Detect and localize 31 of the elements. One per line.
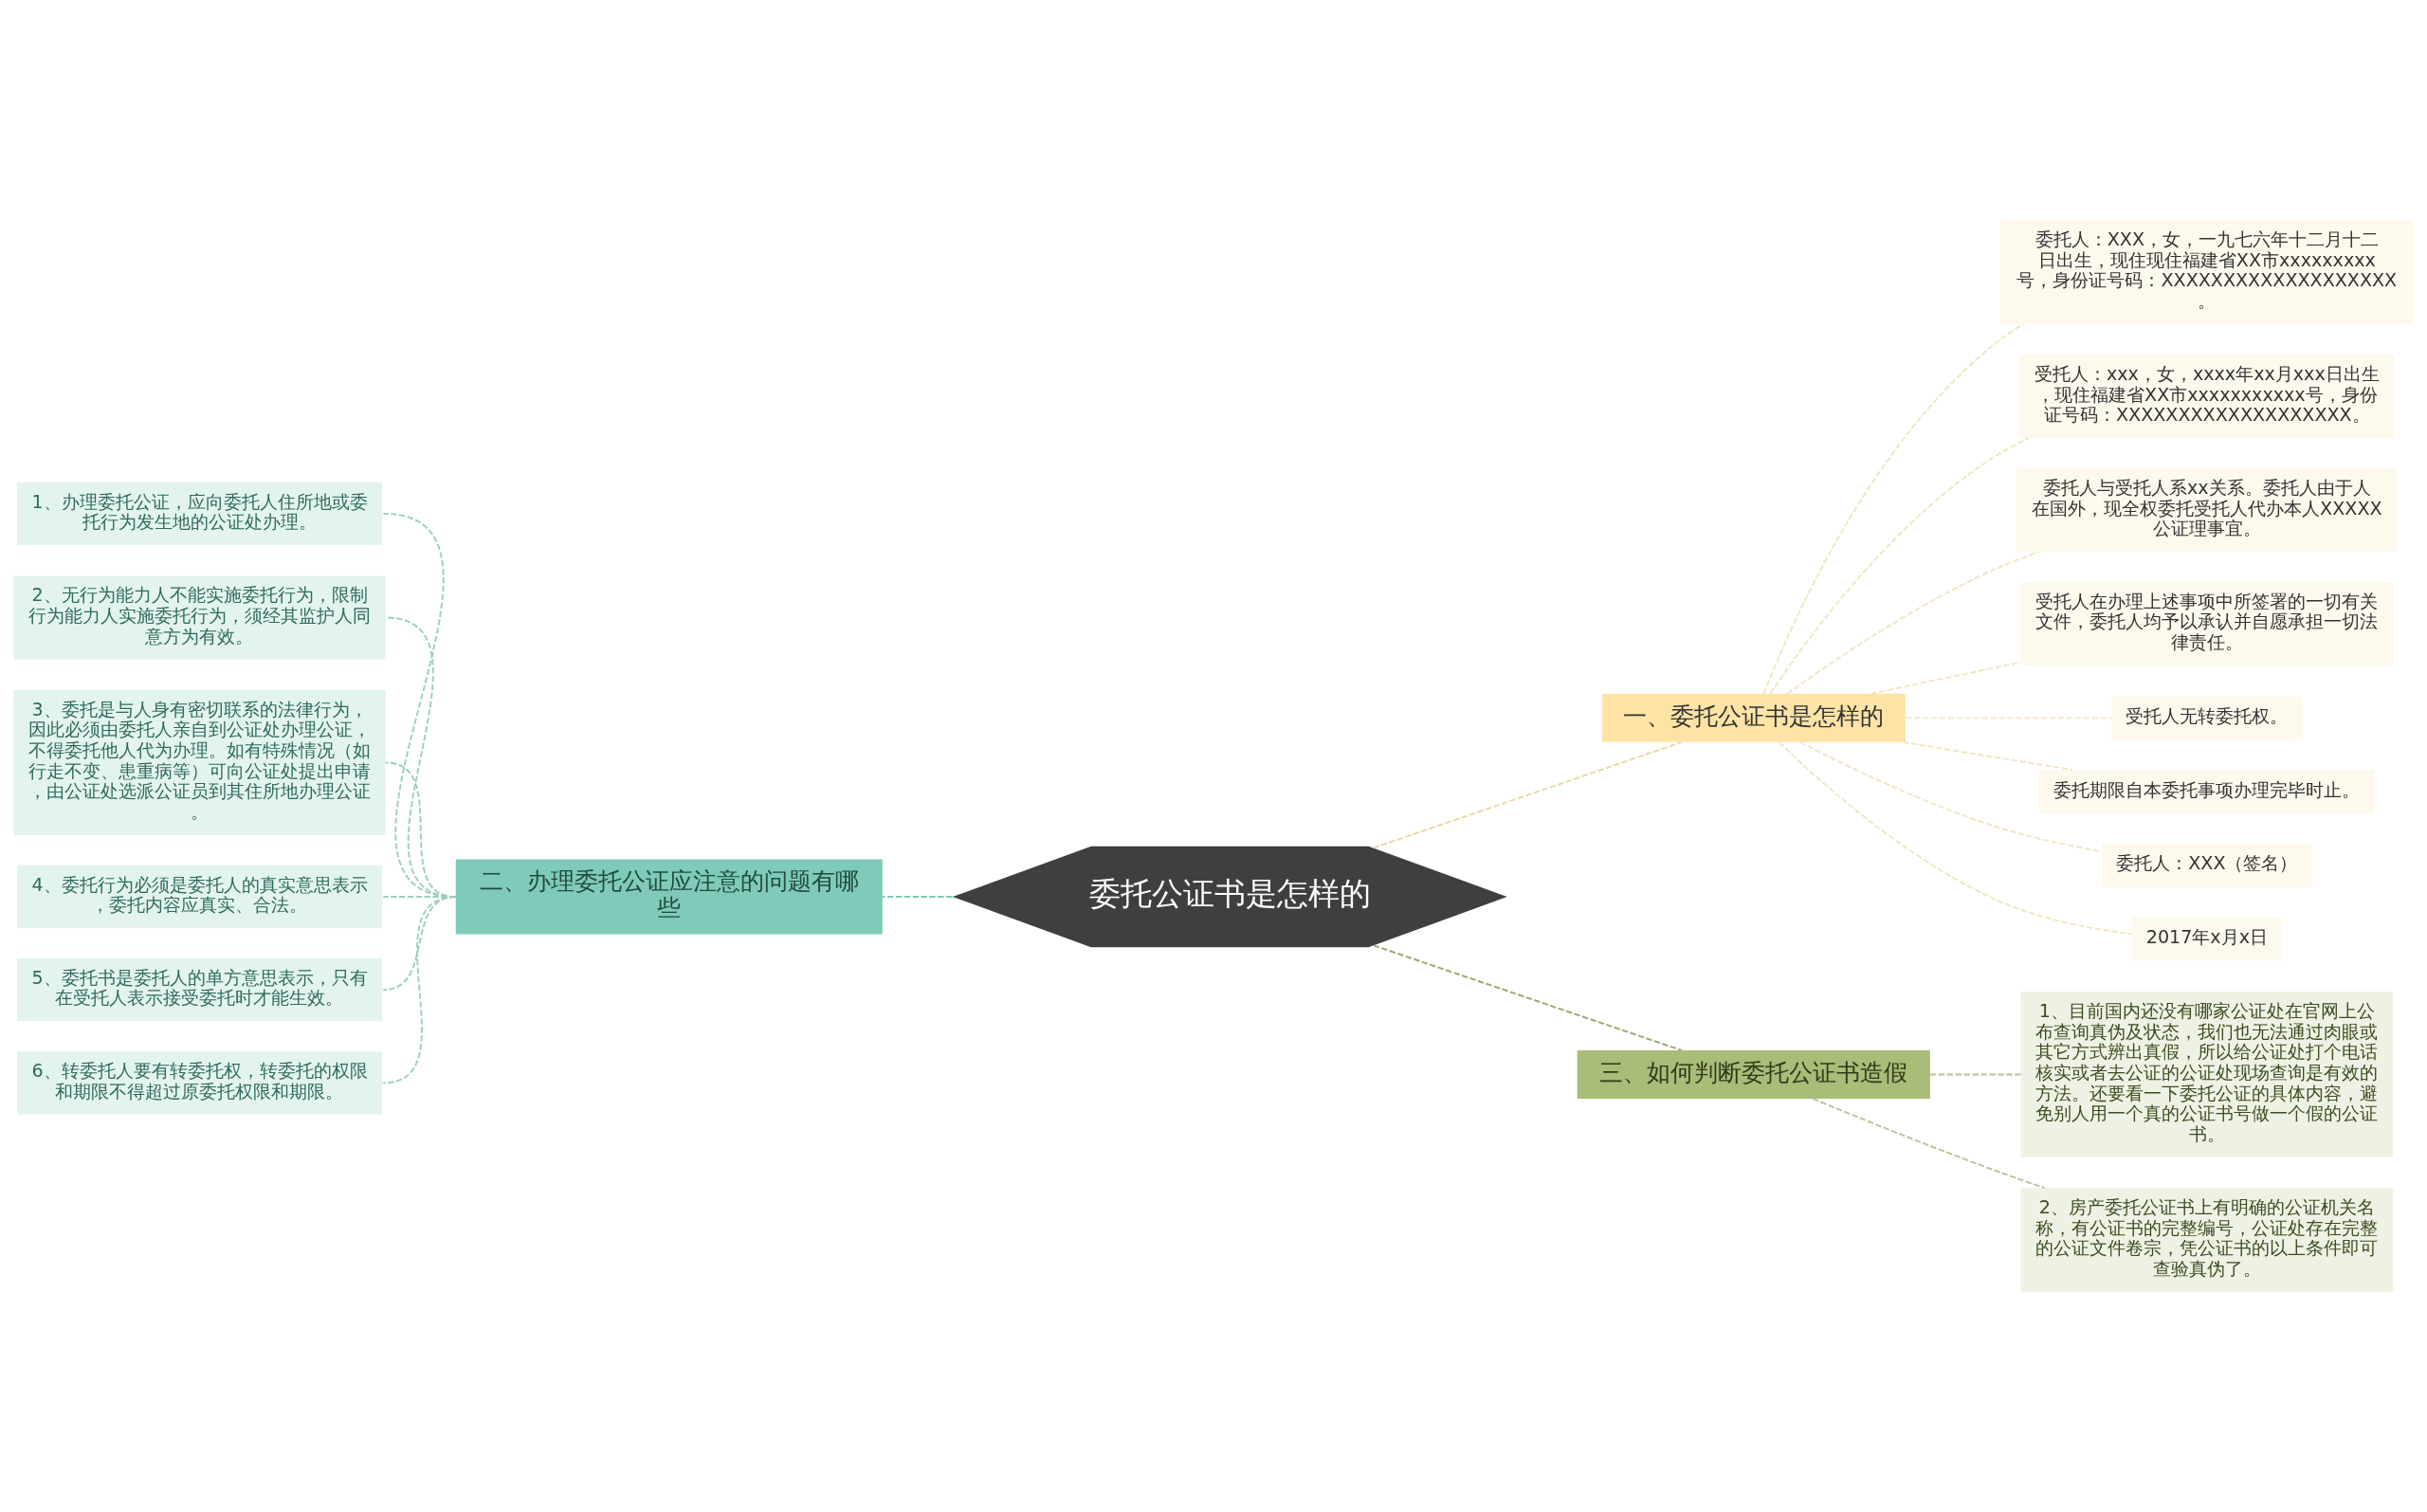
connector (1373, 944, 1683, 1051)
node-box: 受托人无转委托权。 (2111, 696, 2303, 740)
node-box: 委托人：XXX（签名） (2101, 843, 2312, 887)
connector (1769, 437, 2030, 695)
connector (1928, 1073, 2022, 1076)
node-box: 委托人与受托人系xx关系。委托人由于人在国外，现全权委托受托人代办本人XXXXX公证理事宜。 (2016, 468, 2398, 553)
connector (382, 896, 457, 1084)
node-box: 3、委托是与人身有密切联系的法律行为，因此必须由委托人亲自到公证处办理公证，不得委托他人代为办理。如有特殊情况（如行走不变、患重病等）可向公证处提出申请，由公证处选派公证员到其住所地办理公证。 (13, 690, 386, 835)
connector (1372, 741, 1683, 849)
connector (1762, 323, 2025, 695)
node-box: 1、办理委托公证，应向委托人住所地或委托行为发生地的公证处办理。 (16, 482, 382, 546)
node-box: 4、委托行为必须是委托人的真实意思表示，委托内容应真实、合法。 (16, 865, 382, 929)
node-box: 委托期限自本委托事项办理完毕时止。 (2038, 770, 2376, 814)
node-box: 2、无行为能力人不能实施委托行为，限制行为能力人实施委托行为，须经其监护人同意方为有效。 (13, 575, 386, 660)
connector (1905, 717, 2112, 720)
connector (1786, 551, 2040, 695)
node-box: 2、房产委托公证书上有明确的公证机关名称，有公证书的完整编号，公证处存在完整的公证文件卷宗，凭公证书的以上条件即可查验真伪了。 (2020, 1188, 2394, 1292)
connector (1902, 740, 2073, 772)
connector (1798, 741, 2103, 853)
connector (1778, 741, 2132, 936)
node-box: 一、委托公证书是怎样的 (1601, 693, 1906, 742)
node-box: 1、目前国内还没有哪家公证处在官网上公布查询真伪及状态，我们也无法通过肉眼或其它方式辨出真假，所以给公证处打个电话核实或者去公证的公证处现场查询是有效的方法。还要看一下委托公证的具体内容，避免别人用一个真的公证书号做一个假的公证书。 (2020, 992, 2394, 1157)
node-box: 二、办理委托公证应注意的问题有哪些 (455, 859, 883, 935)
connector (881, 896, 954, 898)
node-box: 委托人：XXX，女，一九七六年十二月十二日出生，现住现住福建省XX市xxxxxxxxx号，身份证号码：XXXXXXXXXXXXXXXXXXX 。 (1999, 220, 2414, 324)
node-box: 受托人：xxx，女，xxxx年xx月xxx日出生，现住福建省XX市xxxxxxxxxxx号，身份证号码：XXXXXXXXXXXXXXXXXXX。 (2018, 355, 2396, 439)
node-box: 5、委托书是委托人的单方意思表示，只有在受托人表示接受委托时才能生效。 (16, 958, 382, 1022)
node-box: 6、转委托人要有转委托权，转委托的权限和期限不得超过原委托权限和期限。 (16, 1051, 382, 1115)
connector (1812, 1098, 2046, 1190)
node-box: 2017年x月x日 (2131, 917, 2283, 961)
node-box: 三、如何判断委托公证书造假 (1577, 1049, 1930, 1099)
